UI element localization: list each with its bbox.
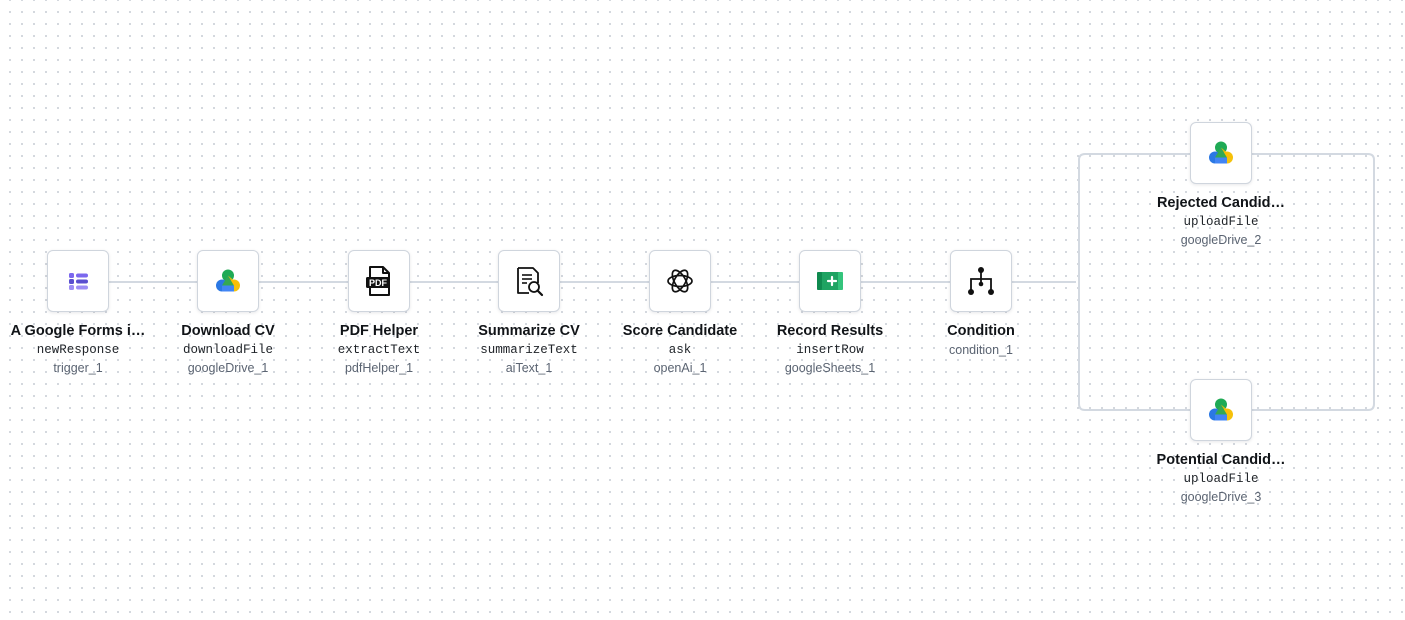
node-icon-box[interactable]: PDF: [348, 250, 410, 312]
node-title: Rejected Candid…: [1156, 195, 1286, 211]
google-forms-icon: [65, 269, 91, 293]
edge-branch-false-return: [1252, 282, 1375, 411]
node-icon-box[interactable]: [498, 250, 560, 312]
node-action: newResponse: [36, 343, 120, 357]
openai-icon: [667, 269, 693, 293]
node-title: Score Candidate: [622, 323, 738, 339]
node-icon-box[interactable]: [1190, 379, 1252, 441]
node-action: ask: [668, 343, 692, 357]
node-title: Summarize CV: [478, 323, 580, 339]
document-search-icon: [517, 267, 544, 297]
edge-branch-true-return: [1252, 153, 1375, 282]
node-action: uploadFile: [1183, 215, 1259, 229]
node-action: insertRow: [796, 343, 864, 357]
workflow-node-condition[interactable]: Condition condition_1: [911, 250, 1051, 358]
node-title: Download CV: [181, 323, 275, 339]
node-id: aiText_1: [505, 361, 553, 375]
node-id: openAi_1: [653, 361, 707, 375]
node-icon-box[interactable]: [799, 250, 861, 312]
node-title: Condition: [947, 323, 1015, 339]
node-id: trigger_1: [53, 361, 103, 375]
node-title: Potential Candid…: [1156, 452, 1286, 468]
workflow-node-pdf-helper[interactable]: PDF PDF Helper extractText pdfHelper_1: [309, 250, 449, 376]
edge-branch-false: [1078, 282, 1190, 411]
node-id: googleSheets_1: [784, 361, 876, 375]
svg-text:PDF: PDF: [369, 278, 388, 288]
node-action: extractText: [337, 343, 421, 357]
node-icon-box[interactable]: [1190, 122, 1252, 184]
node-icon-box[interactable]: [950, 250, 1012, 312]
google-sheets-icon: [817, 272, 843, 290]
node-icon-box[interactable]: [649, 250, 711, 312]
workflow-node-potential-candidates[interactable]: Potential Candid… uploadFile googleDrive…: [1151, 379, 1291, 505]
node-title: A Google Forms i…: [10, 323, 146, 339]
google-drive-icon: [1209, 141, 1233, 164]
edge-branch-true: [1078, 153, 1190, 282]
node-id: pdfHelper_1: [344, 361, 414, 375]
condition-branch-icon: [968, 267, 994, 295]
workflow-node-rejected-candidates[interactable]: Rejected Candid… uploadFile googleDrive_…: [1151, 122, 1291, 248]
node-icon-box[interactable]: [197, 250, 259, 312]
node-id: condition_1: [949, 343, 1013, 357]
node-action: downloadFile: [182, 343, 273, 357]
node-title: Record Results: [776, 323, 884, 339]
node-action: uploadFile: [1183, 472, 1259, 486]
pdf-icon: PDF: [366, 266, 390, 296]
node-icon-box[interactable]: [47, 250, 109, 312]
workflow-node-download-cv[interactable]: Download CV downloadFile googleDrive_1: [158, 250, 298, 376]
node-action: summarizeText: [480, 343, 578, 357]
workflow-node-summarize-cv[interactable]: Summarize CV summarizeText aiText_1: [459, 250, 599, 376]
workflow-node-trigger[interactable]: A Google Forms i… newResponse trigger_1: [8, 250, 148, 376]
node-title: PDF Helper: [339, 323, 419, 339]
node-id: googleDrive_2: [1180, 233, 1262, 247]
google-drive-icon: [216, 269, 240, 292]
workflow-node-score-candidate[interactable]: Score Candidate ask openAi_1: [610, 250, 750, 376]
node-id: googleDrive_1: [187, 361, 269, 375]
node-id: googleDrive_3: [1180, 490, 1262, 504]
workflow-node-record-results[interactable]: Record Results insertRow googleSheets_1: [760, 250, 900, 376]
google-drive-icon: [1209, 398, 1233, 421]
